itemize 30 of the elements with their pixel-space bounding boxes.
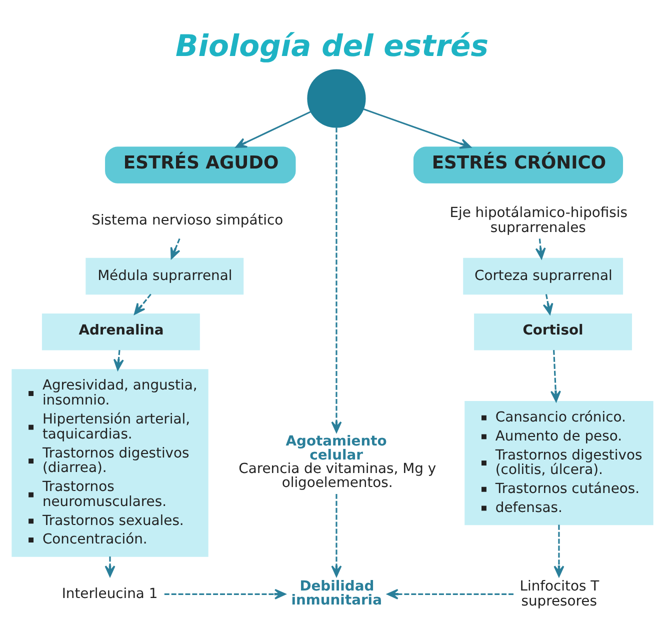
node-box: Médula suprarrenal xyxy=(86,257,244,294)
node-box: ESTRÉS CRÓNICO xyxy=(413,146,624,183)
node-box: Agresividad, angustia, insomnio. Hipertensión arterial, taquicardias. Trastornos digestivos (diarrea). Trastornos neuromusculares. Trastornos sexuales. Concentración. xyxy=(12,368,208,556)
node-box: Cortisol xyxy=(474,313,632,350)
node-text: Debilidad inmunitaria xyxy=(291,578,382,608)
arrow xyxy=(386,588,514,599)
node-text: Agotamiento celular Carencia de vitaminas, Mg y oligoelementos. xyxy=(238,432,436,491)
arrow xyxy=(535,238,546,259)
arrow xyxy=(113,350,124,370)
node-text: Eje hipotálamico-hipofisis suprarrenales xyxy=(450,204,628,236)
arrow xyxy=(542,294,554,314)
node-circle xyxy=(307,68,366,128)
node-box: Adrenalina xyxy=(42,313,200,350)
node-box: Cansancio crónico. Aumento de peso. Trastornos digestivos (colitis, úlcera). Trastornos cutáneos. defensas. xyxy=(464,400,654,525)
arrow xyxy=(363,108,472,148)
arrow xyxy=(331,127,342,432)
arrow xyxy=(331,493,342,576)
arrow xyxy=(235,110,311,148)
arrow xyxy=(554,524,564,576)
node-text: Linfocitos T supresores xyxy=(520,578,600,609)
arrow xyxy=(164,588,286,599)
diagram-title: Biología del estrés xyxy=(176,28,488,64)
arrow xyxy=(104,556,116,576)
arrow xyxy=(134,293,152,314)
arrow xyxy=(170,238,180,259)
node-text: Interleucina 1 xyxy=(62,585,158,602)
node-box: ESTRÉS AGUDO xyxy=(105,146,296,183)
node-box: Corteza suprarrenal xyxy=(463,257,624,294)
node-text: Sistema nervioso simpático xyxy=(92,212,284,228)
arrow xyxy=(550,350,561,402)
